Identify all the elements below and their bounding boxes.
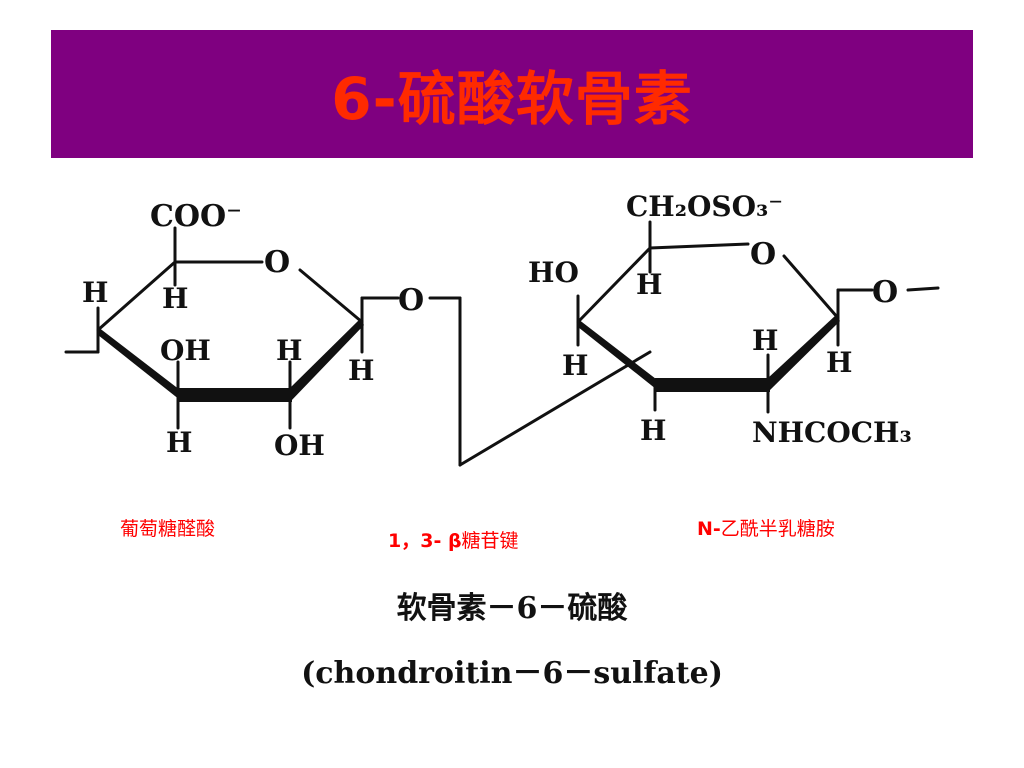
- wedge-bond-right-b: [655, 378, 770, 392]
- label-h-c3-left: H: [276, 334, 302, 367]
- label-oh-bottom-left: OH: [274, 429, 325, 462]
- caption-english: (chondroitin－6－sulfate): [301, 656, 723, 691]
- wedge-bond-right-a: [578, 319, 656, 389]
- label-h-bottom-left: H: [166, 426, 192, 459]
- annotation-galnac-prefix: N-: [697, 518, 721, 540]
- label-h-bottom-right: H: [640, 414, 666, 447]
- label-h-c4-right: H: [562, 349, 588, 382]
- annotation-galnac-suffix: 乙酰半乳糖胺: [720, 518, 835, 540]
- label-ring-oxygen-right: O: [750, 237, 776, 272]
- label-h-c2-right: H: [752, 324, 778, 357]
- label-h-c5-left: H: [162, 282, 188, 315]
- wedge-bond-left-c: [290, 319, 364, 402]
- label-h-c1-left: H: [348, 354, 374, 387]
- wedge-bond-left-a: [98, 327, 180, 400]
- wedge-bond-right-c: [768, 315, 840, 392]
- annotation-galnac: N-乙酰半乳糖胺: [697, 514, 835, 541]
- bond-c5-o-right: [648, 242, 750, 250]
- label-oh-c4-left: OH: [160, 334, 211, 367]
- caption-chinese: 软骨素－6－硫酸: [396, 591, 628, 626]
- annotation-glucuronic-acid: 葡萄糖醛酸: [120, 518, 216, 540]
- annotation-linkage-suffix: 糖苷键: [461, 530, 519, 552]
- label-glycosidic-oxygen-right: O: [872, 275, 898, 310]
- label-ho-right: HO: [528, 256, 579, 289]
- label-h-c5-right: H: [636, 268, 662, 301]
- title-bar: 6-硫酸软骨素: [51, 30, 973, 158]
- bond-c5-c4-left: [96, 260, 177, 332]
- bond-c5-c4-right: [576, 246, 652, 324]
- bond-o-c1-left: [298, 268, 364, 324]
- bond-bridge-to-c3: [458, 350, 652, 467]
- bond-right-linkage: [906, 286, 940, 292]
- wedge-bond-left-b: [178, 388, 292, 402]
- label-ch2oso3: CH₂OSO₃⁻: [626, 190, 783, 223]
- annotation-linkage: 1，3- β糖苷键: [388, 526, 519, 553]
- label-bridge-oxygen: O: [398, 283, 424, 318]
- label-h-left-outer: H: [82, 276, 108, 309]
- annotation-linkage-prefix: 1，3- β: [388, 530, 462, 552]
- bond-lines: [64, 220, 940, 467]
- label-nhcoch3: NHCOCH₃: [752, 416, 912, 449]
- slide-title: 6-硫酸软骨素: [331, 65, 693, 133]
- label-coo: COO⁻: [150, 199, 242, 234]
- bond-o-c1-right: [782, 254, 840, 320]
- label-ring-oxygen-left: O: [264, 245, 290, 280]
- label-h-c1-right: H: [826, 346, 852, 379]
